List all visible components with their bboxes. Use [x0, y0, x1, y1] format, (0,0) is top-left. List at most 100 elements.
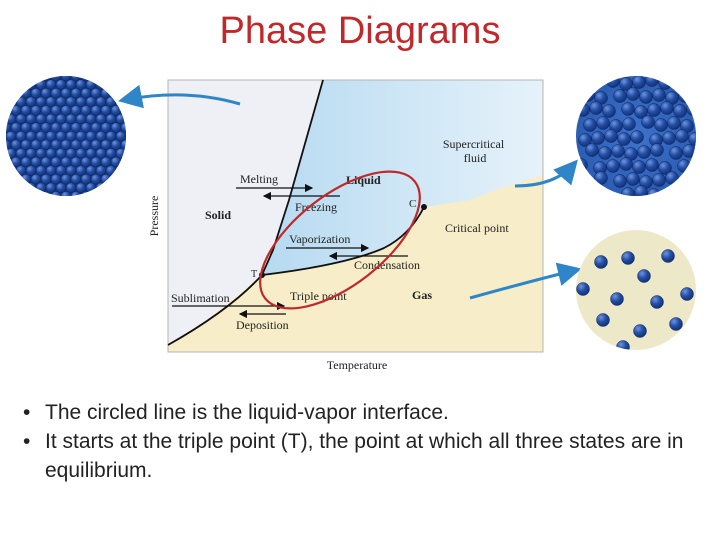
phase-diagram: Solid Liquid Gas Supercritical fluid Mel…	[6, 76, 696, 372]
molecule	[647, 188, 661, 196]
molecule	[606, 159, 620, 173]
y-axis-label: Pressure	[147, 196, 161, 237]
supercritical-molecules	[576, 76, 696, 196]
molecule	[65, 148, 77, 159]
molecule	[15, 113, 27, 125]
molecule	[80, 139, 92, 151]
molecule	[70, 156, 82, 168]
molecule	[40, 173, 52, 185]
molecule	[596, 313, 610, 327]
molecule	[15, 148, 27, 159]
molecule	[75, 165, 87, 176]
molecule	[35, 148, 47, 159]
molecule	[645, 76, 659, 87]
condensation-label: Condensation	[354, 258, 420, 272]
molecule	[75, 130, 87, 142]
molecule	[60, 122, 72, 133]
molecule	[598, 146, 612, 160]
molecule	[50, 76, 62, 82]
molecule	[632, 160, 646, 174]
molecule	[602, 104, 616, 118]
molecule	[45, 96, 57, 108]
molecule	[25, 79, 37, 90]
solid-gas-line	[167, 274, 263, 346]
molecule	[678, 89, 692, 103]
molecule	[621, 251, 635, 265]
molecule	[80, 173, 92, 185]
molecule	[70, 87, 82, 99]
molecule	[105, 148, 117, 159]
molecule	[576, 103, 590, 117]
molecule	[619, 157, 633, 171]
molecule	[85, 79, 97, 90]
molecule	[85, 130, 97, 142]
molecule	[105, 113, 117, 125]
molecule	[616, 340, 630, 350]
molecule	[45, 148, 57, 159]
molecule	[100, 156, 112, 168]
molecule	[25, 148, 37, 159]
molecule	[6, 113, 17, 125]
molecule	[110, 122, 122, 133]
molecule	[90, 105, 102, 116]
molecule	[6, 130, 17, 142]
molecule	[115, 130, 126, 142]
molecule	[95, 79, 107, 90]
sublimation-label: Sublimation	[171, 291, 230, 305]
molecule	[65, 96, 77, 108]
molecule	[675, 129, 689, 143]
molecule	[35, 79, 47, 90]
critical-point-dot	[421, 204, 427, 210]
molecule	[50, 122, 62, 133]
molecule	[60, 191, 72, 196]
molecule	[576, 282, 590, 296]
molecule	[650, 143, 664, 157]
molecule	[100, 122, 112, 133]
molecule	[85, 96, 97, 108]
molecule	[20, 105, 32, 116]
molecule	[20, 122, 32, 133]
molecule	[70, 122, 82, 133]
slide-title: Phase Diagrams	[219, 10, 501, 52]
molecule	[105, 96, 117, 108]
molecule	[613, 89, 627, 103]
molecule	[10, 139, 22, 151]
molecule	[10, 122, 22, 133]
molecule	[25, 113, 37, 125]
molecule	[30, 156, 42, 168]
liquid-region	[262, 80, 543, 275]
molecule	[652, 88, 666, 102]
molecule	[110, 105, 122, 116]
molecule	[613, 174, 627, 188]
molecule	[60, 139, 72, 151]
molecule	[652, 173, 666, 187]
molecule	[15, 130, 27, 142]
molecule	[639, 90, 653, 104]
molecule	[50, 105, 62, 116]
vaporization-label: Vaporization	[289, 232, 350, 246]
molecule	[6, 139, 12, 151]
molecule	[25, 182, 37, 194]
molecule	[80, 87, 92, 99]
molecule	[20, 156, 32, 168]
molecule	[65, 79, 77, 90]
molecule	[50, 156, 62, 168]
molecule	[35, 182, 47, 194]
molecule	[591, 131, 605, 145]
molecule	[637, 145, 651, 159]
molecule	[65, 130, 77, 142]
molecule	[70, 173, 82, 185]
molecule	[60, 76, 72, 82]
molecule	[45, 165, 57, 176]
molecule	[40, 122, 52, 133]
molecule	[110, 156, 122, 168]
molecule	[6, 148, 17, 159]
molecule	[55, 79, 67, 90]
molecule	[661, 249, 675, 263]
molecule	[115, 148, 126, 159]
molecule	[658, 161, 672, 175]
molecule	[654, 118, 668, 132]
molecule	[30, 173, 42, 185]
molecule	[60, 87, 72, 99]
molecule	[50, 191, 62, 196]
